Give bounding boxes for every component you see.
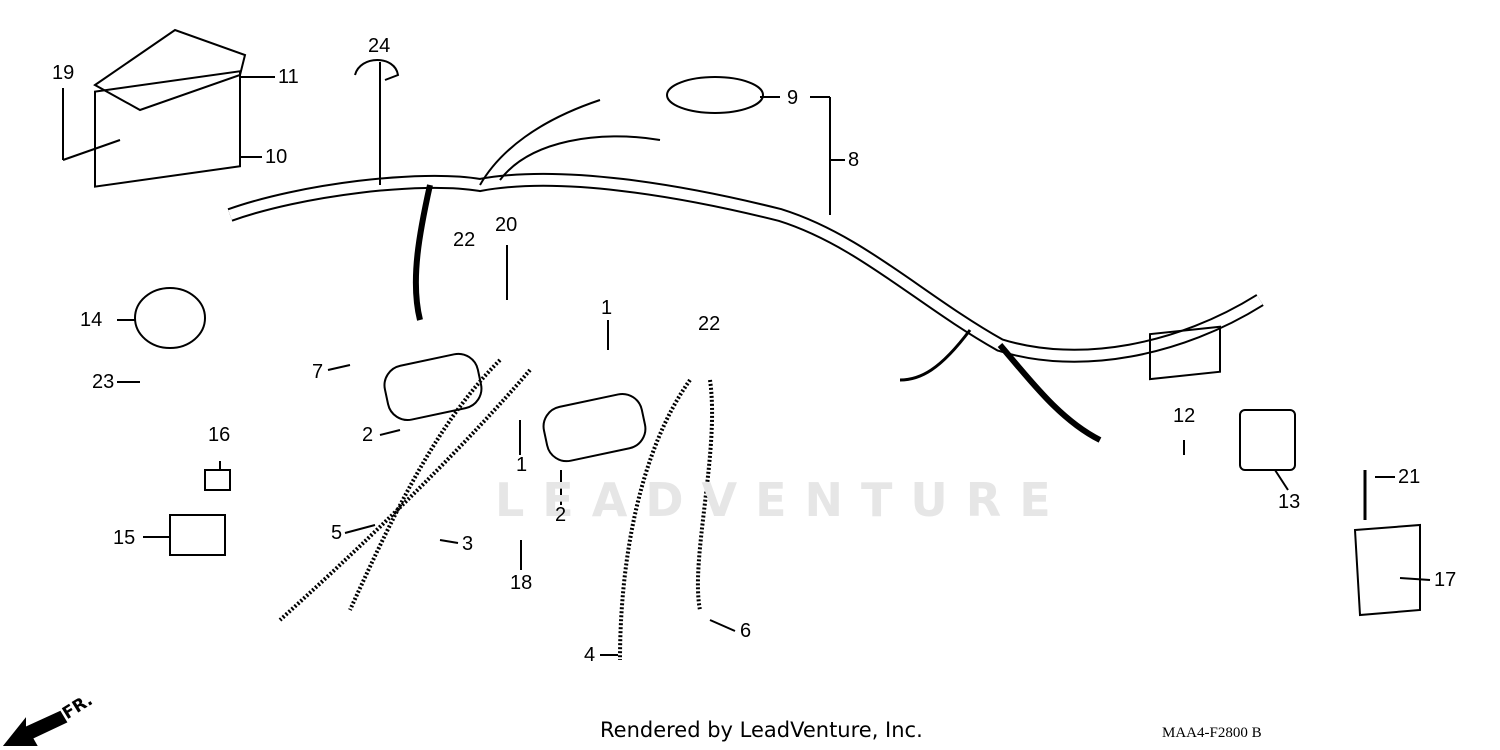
part-3-plug-wire	[348, 358, 502, 611]
credit-text: Rendered by LeadVenture, Inc.	[600, 718, 923, 742]
callout-14: 14	[80, 309, 103, 331]
callout-4: 4	[584, 644, 596, 666]
callout-1-a: 1	[601, 297, 613, 319]
callout-3: 3	[462, 533, 474, 555]
callout-10: 10	[265, 146, 288, 168]
callout-5: 5	[331, 522, 343, 544]
callout-2-b: 2	[555, 504, 567, 526]
callout-20: 20	[495, 214, 518, 236]
callout-9: 9	[787, 87, 799, 109]
callout-7: 7	[312, 361, 324, 383]
part-12-relay	[1149, 325, 1221, 381]
callout-21: 21	[1398, 466, 1421, 488]
front-arrow	[2, 710, 68, 746]
callout-13: 13	[1278, 491, 1301, 513]
part-16-cap	[204, 469, 231, 491]
callout-15: 15	[113, 527, 136, 549]
part-9-boot	[666, 76, 764, 114]
part-14-horn	[134, 287, 206, 349]
callout-23: 23	[92, 371, 115, 393]
callout-8: 8	[848, 149, 860, 171]
callout-11: 11	[278, 66, 299, 88]
callout-16: 16	[208, 424, 231, 446]
callout-19: 19	[52, 62, 75, 84]
part-6-plug-wire	[695, 379, 715, 611]
part-13-connector	[1239, 409, 1296, 471]
part-10-relay-box	[94, 70, 241, 188]
callout-12: 12	[1173, 405, 1196, 427]
part-2-coil-a	[383, 352, 483, 421]
callout-6: 6	[740, 620, 752, 642]
callout-2-a: 2	[362, 424, 374, 446]
callout-17: 17	[1434, 569, 1457, 591]
part-17-bracket	[1353, 523, 1421, 617]
diagram-code: MAA4-F2800 B	[1162, 725, 1262, 741]
callout-18: 18	[510, 572, 533, 594]
callout-1-b: 1	[516, 454, 528, 476]
part-15-switch	[169, 514, 226, 556]
part-24-clamp	[354, 59, 400, 81]
part-4-plug-wire	[618, 378, 692, 661]
part-11-cover	[93, 28, 247, 112]
callout-22-b: 22	[698, 313, 721, 335]
watermark: LEADVENTURE	[495, 473, 1069, 527]
part-2-coil-b	[542, 392, 647, 463]
part-5-plug-wire	[278, 368, 532, 622]
callout-24: 24	[368, 35, 391, 57]
callout-22-a: 22	[453, 229, 476, 251]
